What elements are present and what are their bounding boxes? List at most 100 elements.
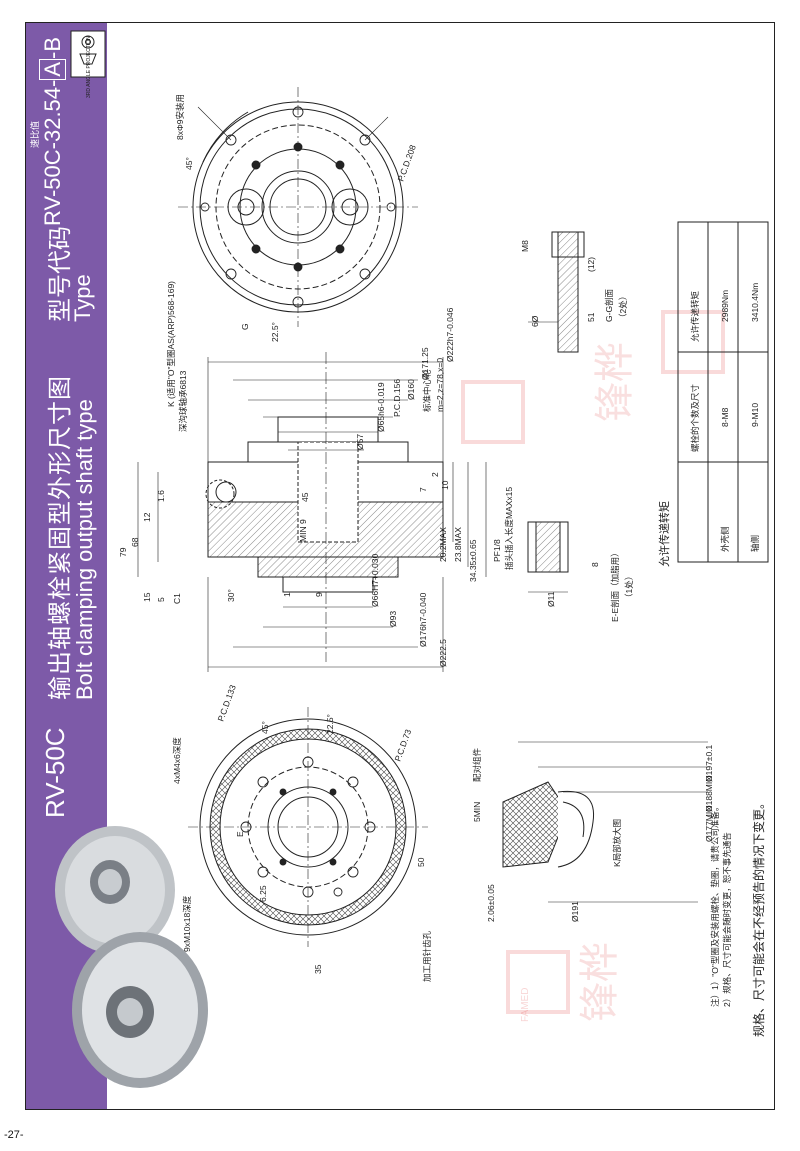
tap-4: 4xM4x6深度 [172, 737, 182, 784]
dim-50: 50 [416, 857, 426, 867]
dim-11: Ø11 [546, 591, 556, 607]
dim-15: 15 [142, 592, 152, 602]
watermark-en: FAMED [520, 988, 531, 1022]
dim-2-06: 2.06±0.05 [486, 884, 496, 922]
dim-6: 6Ø [530, 315, 540, 327]
bearing-label: 深沟球轴承6813 [178, 370, 188, 432]
bottom-flange-view [188, 707, 428, 947]
footer-note: 规格、尺寸可能会在不经预告的情况下变更。 [751, 797, 766, 1037]
dim-d171: Ø171.25 [420, 347, 430, 380]
pcd-208: P.C.D.208 [395, 143, 418, 182]
gg-qty: （2处） [618, 292, 628, 322]
angle-225-top: 22.5° [270, 322, 280, 342]
dim-12: 12 [142, 512, 152, 522]
k-detail [502, 741, 708, 903]
pf18: PF1/8 [492, 539, 502, 562]
product-photo [55, 826, 208, 1088]
dim-d93: Ø93 [388, 611, 398, 627]
title-en: Bolt clamping output shaft type [72, 399, 97, 700]
dim-23-8: 23.8MAX [453, 527, 463, 562]
note-1: 注）1）"O"型圈及安装用螺栓、垫圈，请贵公司准备。 [710, 803, 720, 1007]
watermark-text-2: 锋桦 [577, 942, 623, 1022]
dim-d197: Ø197±0.1 [704, 744, 714, 782]
page-frame [25, 22, 775, 1110]
dim-79: 79 [118, 547, 128, 557]
min-5: 5MIN [472, 802, 482, 822]
watermark [461, 310, 725, 1014]
k-label: K (适用"O"型圈AS(ARP)568-169) [166, 281, 176, 407]
type-code: RV-50C-32.54-A-B [39, 36, 66, 226]
code-dash: - [40, 51, 65, 59]
angle-45-top: 45° [184, 157, 194, 170]
torque-row2-bolts: 9-M10 [750, 403, 760, 427]
dim-45: 45 [300, 492, 310, 502]
dim-d176h7: Ø176h7-0.040 [418, 592, 428, 647]
seal-pair: 配对组件 [472, 747, 482, 782]
dim-20-2: 20.2MAX [438, 527, 448, 562]
dim-8: 8 [590, 562, 600, 567]
torque-row1-bolts: 8-M8 [720, 407, 730, 427]
dim-51: 51 [586, 312, 596, 322]
torque-header-bolts: 螺栓的个数及尺寸 [690, 383, 700, 452]
dim-9: 9 [314, 592, 324, 597]
dim-35: 35 [313, 964, 323, 974]
torque-row1-side: 外壳侧 [720, 526, 730, 552]
gg-section-label: G-G剖面 [604, 288, 614, 322]
dim-7: 7 [418, 487, 428, 492]
pin-hole: 加工用针齿孔 [422, 930, 432, 982]
e-mark: E [235, 831, 245, 837]
dim-min9: MIN 9 [298, 519, 308, 542]
projection-label: 3RD ANGLE PROJECTION [86, 36, 92, 98]
page-number: -27- [4, 1129, 24, 1141]
code-prefix: RV-50C- [40, 142, 65, 226]
pcd-73: P.C.D.73 [392, 728, 413, 763]
watermark-text: 锋桦 [592, 342, 638, 422]
tap-9: 9xM10x18深度 [182, 895, 192, 952]
dim-d177: Ø177MIN [704, 806, 714, 842]
type-en: Type [70, 274, 95, 322]
dim-d188: Ø188MIN [704, 776, 714, 812]
gear-center: 标准中心轮 [422, 369, 432, 412]
dim-d191: Ø191 [570, 901, 580, 922]
dim-12b: (12) [586, 257, 596, 272]
torque-row2-side: 轴侧 [750, 535, 760, 552]
torque-table [677, 221, 769, 563]
plug-depth: 插头插入长度MAXx15 [504, 487, 514, 570]
gg-section [528, 231, 585, 353]
torque-row2-torque: 3410.4Nm [750, 283, 760, 322]
dim-d66h7: Ø66H7+0.030 [370, 554, 380, 607]
dim-6-25: 6.25 [258, 885, 268, 902]
dim-d222h7: Ø222h7-0.046 [445, 307, 455, 362]
code-a: A [39, 58, 66, 80]
gear-spec: m=2,z=78,x=0 [435, 358, 445, 412]
angle-30: 30° [226, 589, 236, 602]
dim-d160: Ø160 [406, 379, 416, 400]
dim-2: 2 [430, 472, 440, 477]
dim-68: 68 [130, 537, 140, 547]
pcd-133: P.C.D.133 [215, 683, 238, 722]
angle-45-bottom: 45° [260, 721, 270, 734]
ee-qty: （1处） [624, 572, 634, 602]
m8: M8 [520, 240, 530, 252]
code-b: B [40, 36, 65, 52]
dim-d57: Ø57 [355, 434, 365, 450]
angle-225-bottom: 22.5° [325, 714, 335, 734]
torque-header-torque: 允许传递转矩 [690, 290, 700, 342]
top-flange-view [178, 87, 418, 327]
dim-1-6: 1.6 [156, 490, 166, 502]
technical-drawing: 8xΦ9安装用 P.C.D.208 45° 22.5° G [118, 87, 769, 1037]
dim-c1: C1 [172, 593, 182, 604]
mount-label-top: 8xΦ9安装用 [175, 94, 185, 140]
dim-34-35: 34.35±0.65 [468, 539, 478, 582]
ee-section-label: E-E剖面（加脂用） [610, 548, 620, 622]
ee-section [527, 521, 569, 593]
dim-10: 10 [440, 480, 450, 490]
dim-d222-5: Ø222.5 [438, 639, 448, 667]
dim-pcd156: P.C.D.156 [392, 379, 402, 417]
dim-d65h6: Ø65h6-0.019 [376, 382, 386, 432]
dim-1: 1 [282, 592, 292, 597]
g-mark: G [240, 323, 250, 330]
section-view [137, 352, 487, 672]
dim-5: 5 [156, 597, 166, 602]
title-cn: 输出轴螺栓紧固型外形尺寸图 [47, 375, 74, 700]
